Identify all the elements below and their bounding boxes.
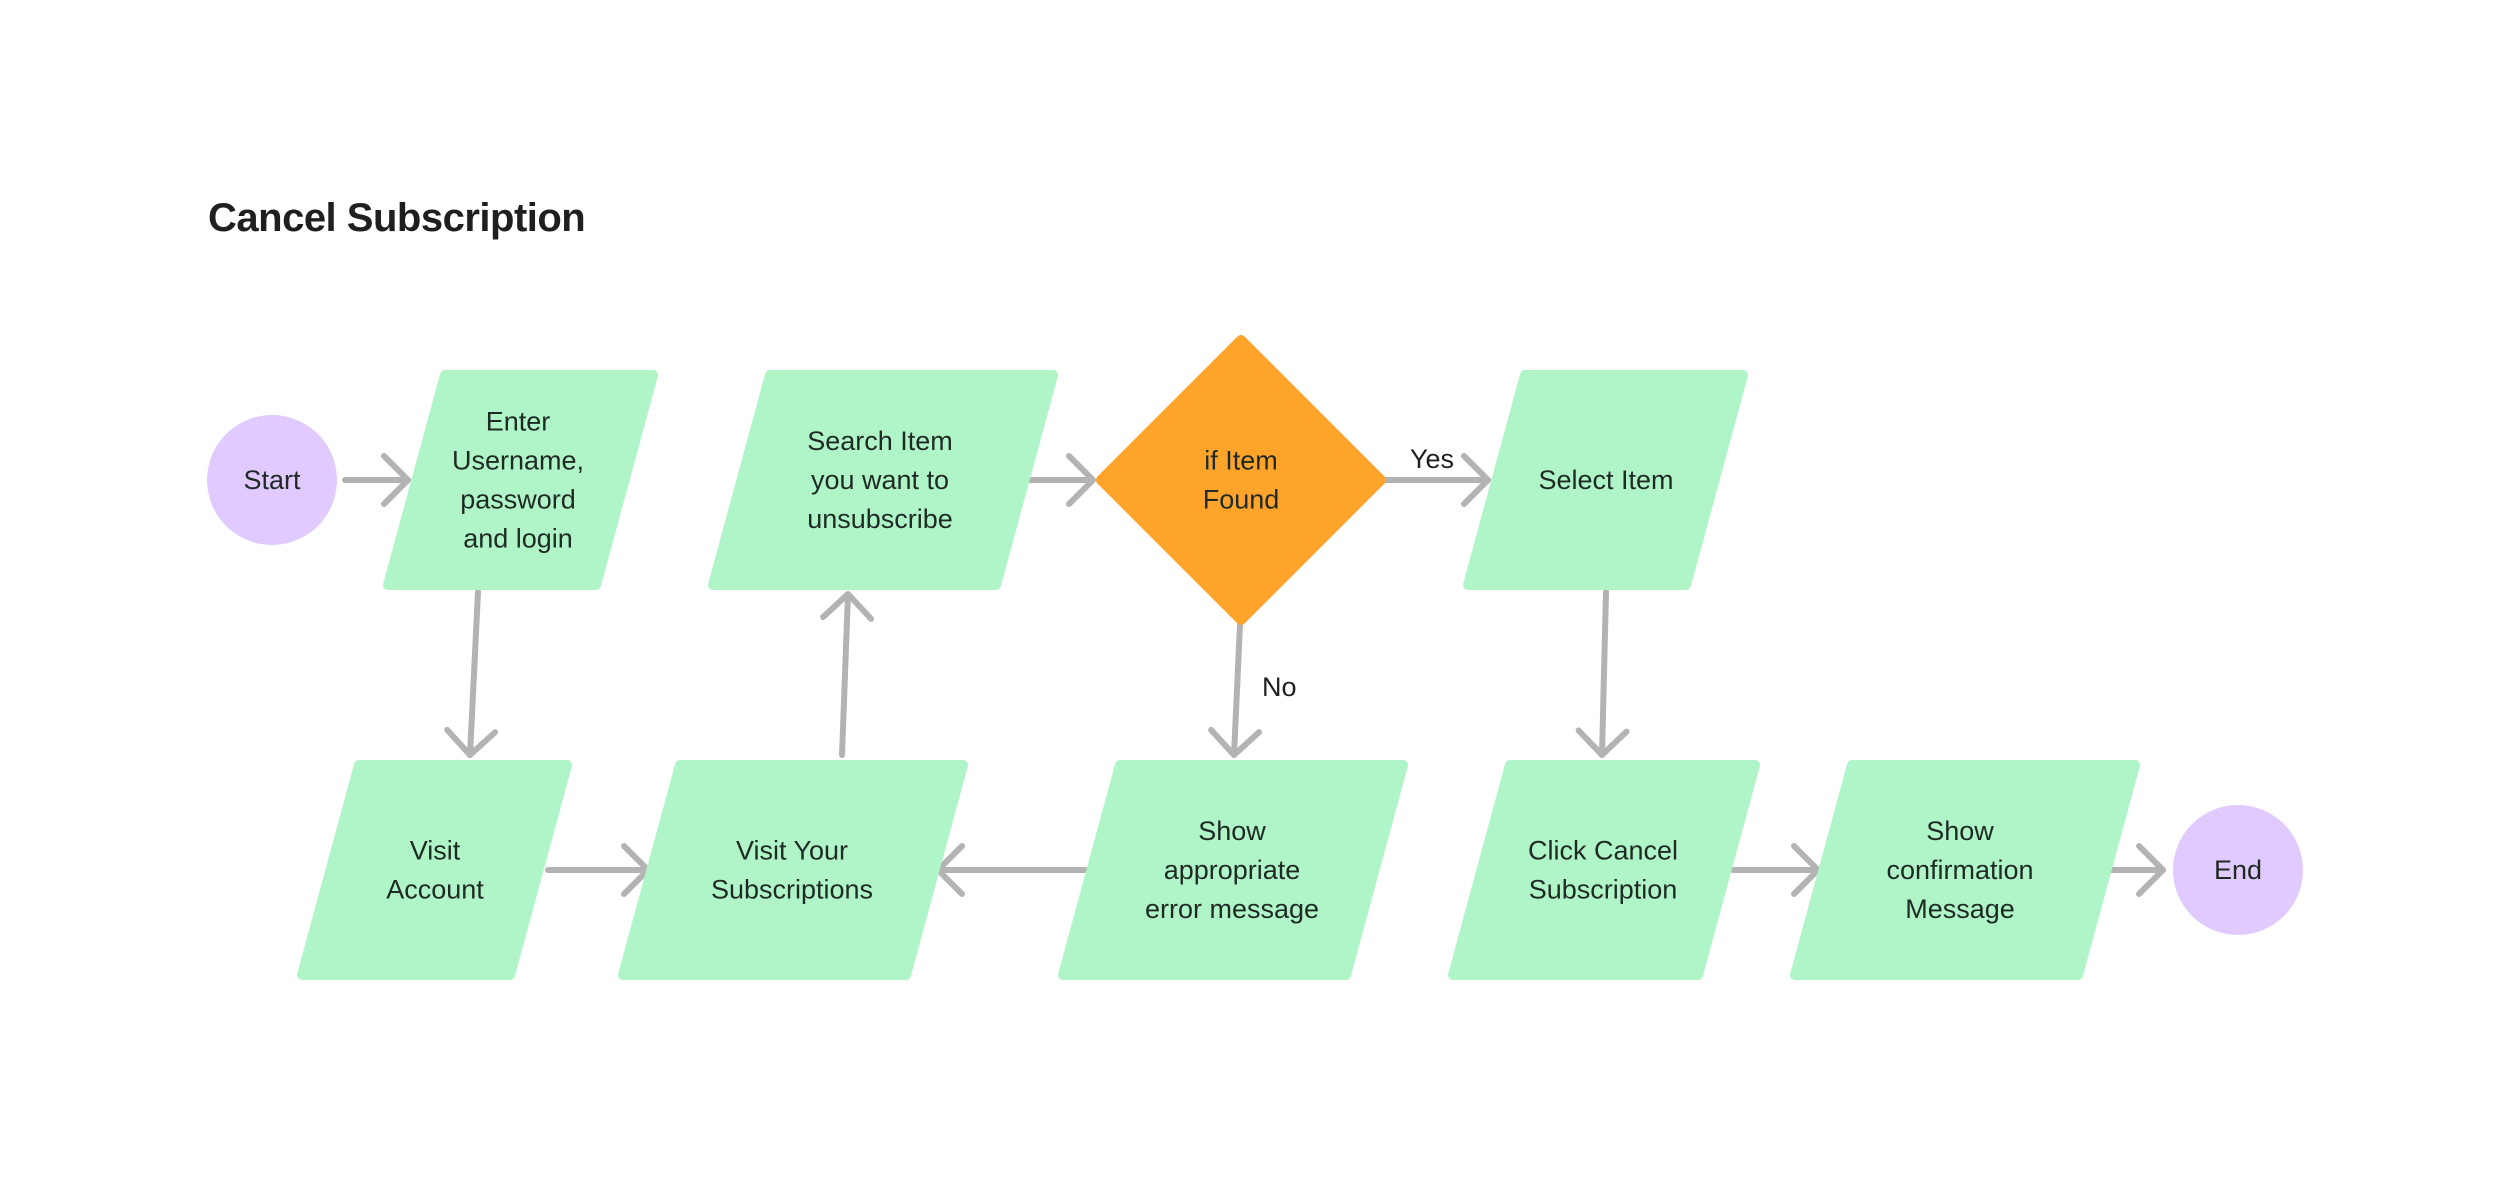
process-shape — [1463, 370, 1748, 590]
edge-if-found-to-select-item: Yes — [1383, 444, 1491, 507]
node-label-line: Select Item — [1538, 465, 1673, 495]
arrow-head-icon — [444, 726, 499, 758]
node-search-item: Search Item you want to unsubscribe — [708, 370, 1058, 590]
arrow-head-icon — [1575, 727, 1630, 758]
node-label-line: appropriate — [1164, 855, 1301, 885]
node-label-line: Enter — [486, 407, 551, 437]
node-label-line: Start — [243, 465, 301, 495]
node-label-line: End — [2214, 855, 2262, 885]
edge-visit-subscriptions-to-search-item — [820, 591, 875, 758]
terminal-shape — [2173, 805, 2303, 935]
process-shape — [708, 370, 1058, 590]
arrow-line — [1599, 589, 1609, 758]
edge-select-item-to-click-cancel — [1575, 589, 1630, 758]
terminal-shape — [207, 415, 337, 545]
process-shape — [297, 760, 572, 980]
edge-show-error-to-visit-subscriptions — [935, 843, 1093, 897]
arrow-head-icon — [1066, 453, 1096, 507]
node-label-line: Found — [1203, 485, 1280, 515]
process-shape — [618, 760, 968, 980]
node-label-line: confirmation — [1886, 855, 2033, 885]
process-shape — [1790, 760, 2140, 980]
arrow-head-icon — [2136, 843, 2166, 897]
node-select-item: Select Item — [1463, 370, 1748, 590]
node-label-line: you want to — [811, 465, 949, 495]
edge-search-item-to-if-found — [1022, 453, 1096, 507]
node-end: End — [2173, 805, 2303, 935]
node-label-line: unsubscribe — [807, 504, 953, 534]
arrow-head-icon — [1461, 453, 1491, 507]
node-label-line: error message — [1145, 894, 1319, 924]
arrow-head-icon — [1791, 843, 1821, 897]
edge-start-to-enter-login — [342, 453, 411, 507]
node-label-line: Show — [1926, 816, 1994, 846]
arrow-line — [467, 589, 481, 758]
edge-if-found-to-show-error: No — [1208, 622, 1297, 758]
arrow-head-icon — [820, 591, 875, 622]
node-label-line: Visit — [410, 836, 461, 866]
node-label-line: if Item — [1204, 446, 1278, 476]
node-label-line: Username, — [452, 446, 584, 476]
arrow-head-icon — [1208, 726, 1263, 758]
node-label-line: and login — [463, 524, 573, 554]
node-label-line: Account — [386, 875, 484, 905]
diagram-title: Cancel Subscription — [208, 196, 586, 240]
node-show-error: Show appropriate error message — [1058, 760, 1408, 980]
arrow-line — [839, 591, 851, 758]
node-start: Start — [207, 415, 337, 545]
node-label-line: Show — [1198, 816, 1266, 846]
node-label-line: Search Item — [807, 426, 953, 456]
edge-show-confirmation-to-end — [2102, 843, 2166, 897]
node-label-line: Subscriptions — [711, 875, 873, 905]
process-shape — [1058, 760, 1408, 980]
edge-visit-account-to-visit-subscriptions — [545, 843, 651, 897]
edge-click-cancel-to-show-confirmation — [1730, 843, 1821, 897]
process-shape — [1448, 760, 1760, 980]
decision-shape — [1096, 335, 1386, 625]
node-label-line: Subscription — [1529, 875, 1678, 905]
arrow-head-icon — [381, 453, 411, 507]
arrow-line — [1231, 622, 1243, 758]
edge-enter-login-to-visit-account — [444, 589, 499, 758]
node-label-line: Message — [1905, 894, 2015, 924]
edge-label-no: No — [1262, 672, 1297, 702]
node-label-line: password — [460, 485, 576, 515]
process-shape — [383, 370, 658, 590]
node-label-line: Click Cancel — [1528, 836, 1678, 866]
edge-label-yes: Yes — [1410, 444, 1454, 474]
node-label-line: Visit Your — [736, 836, 848, 866]
